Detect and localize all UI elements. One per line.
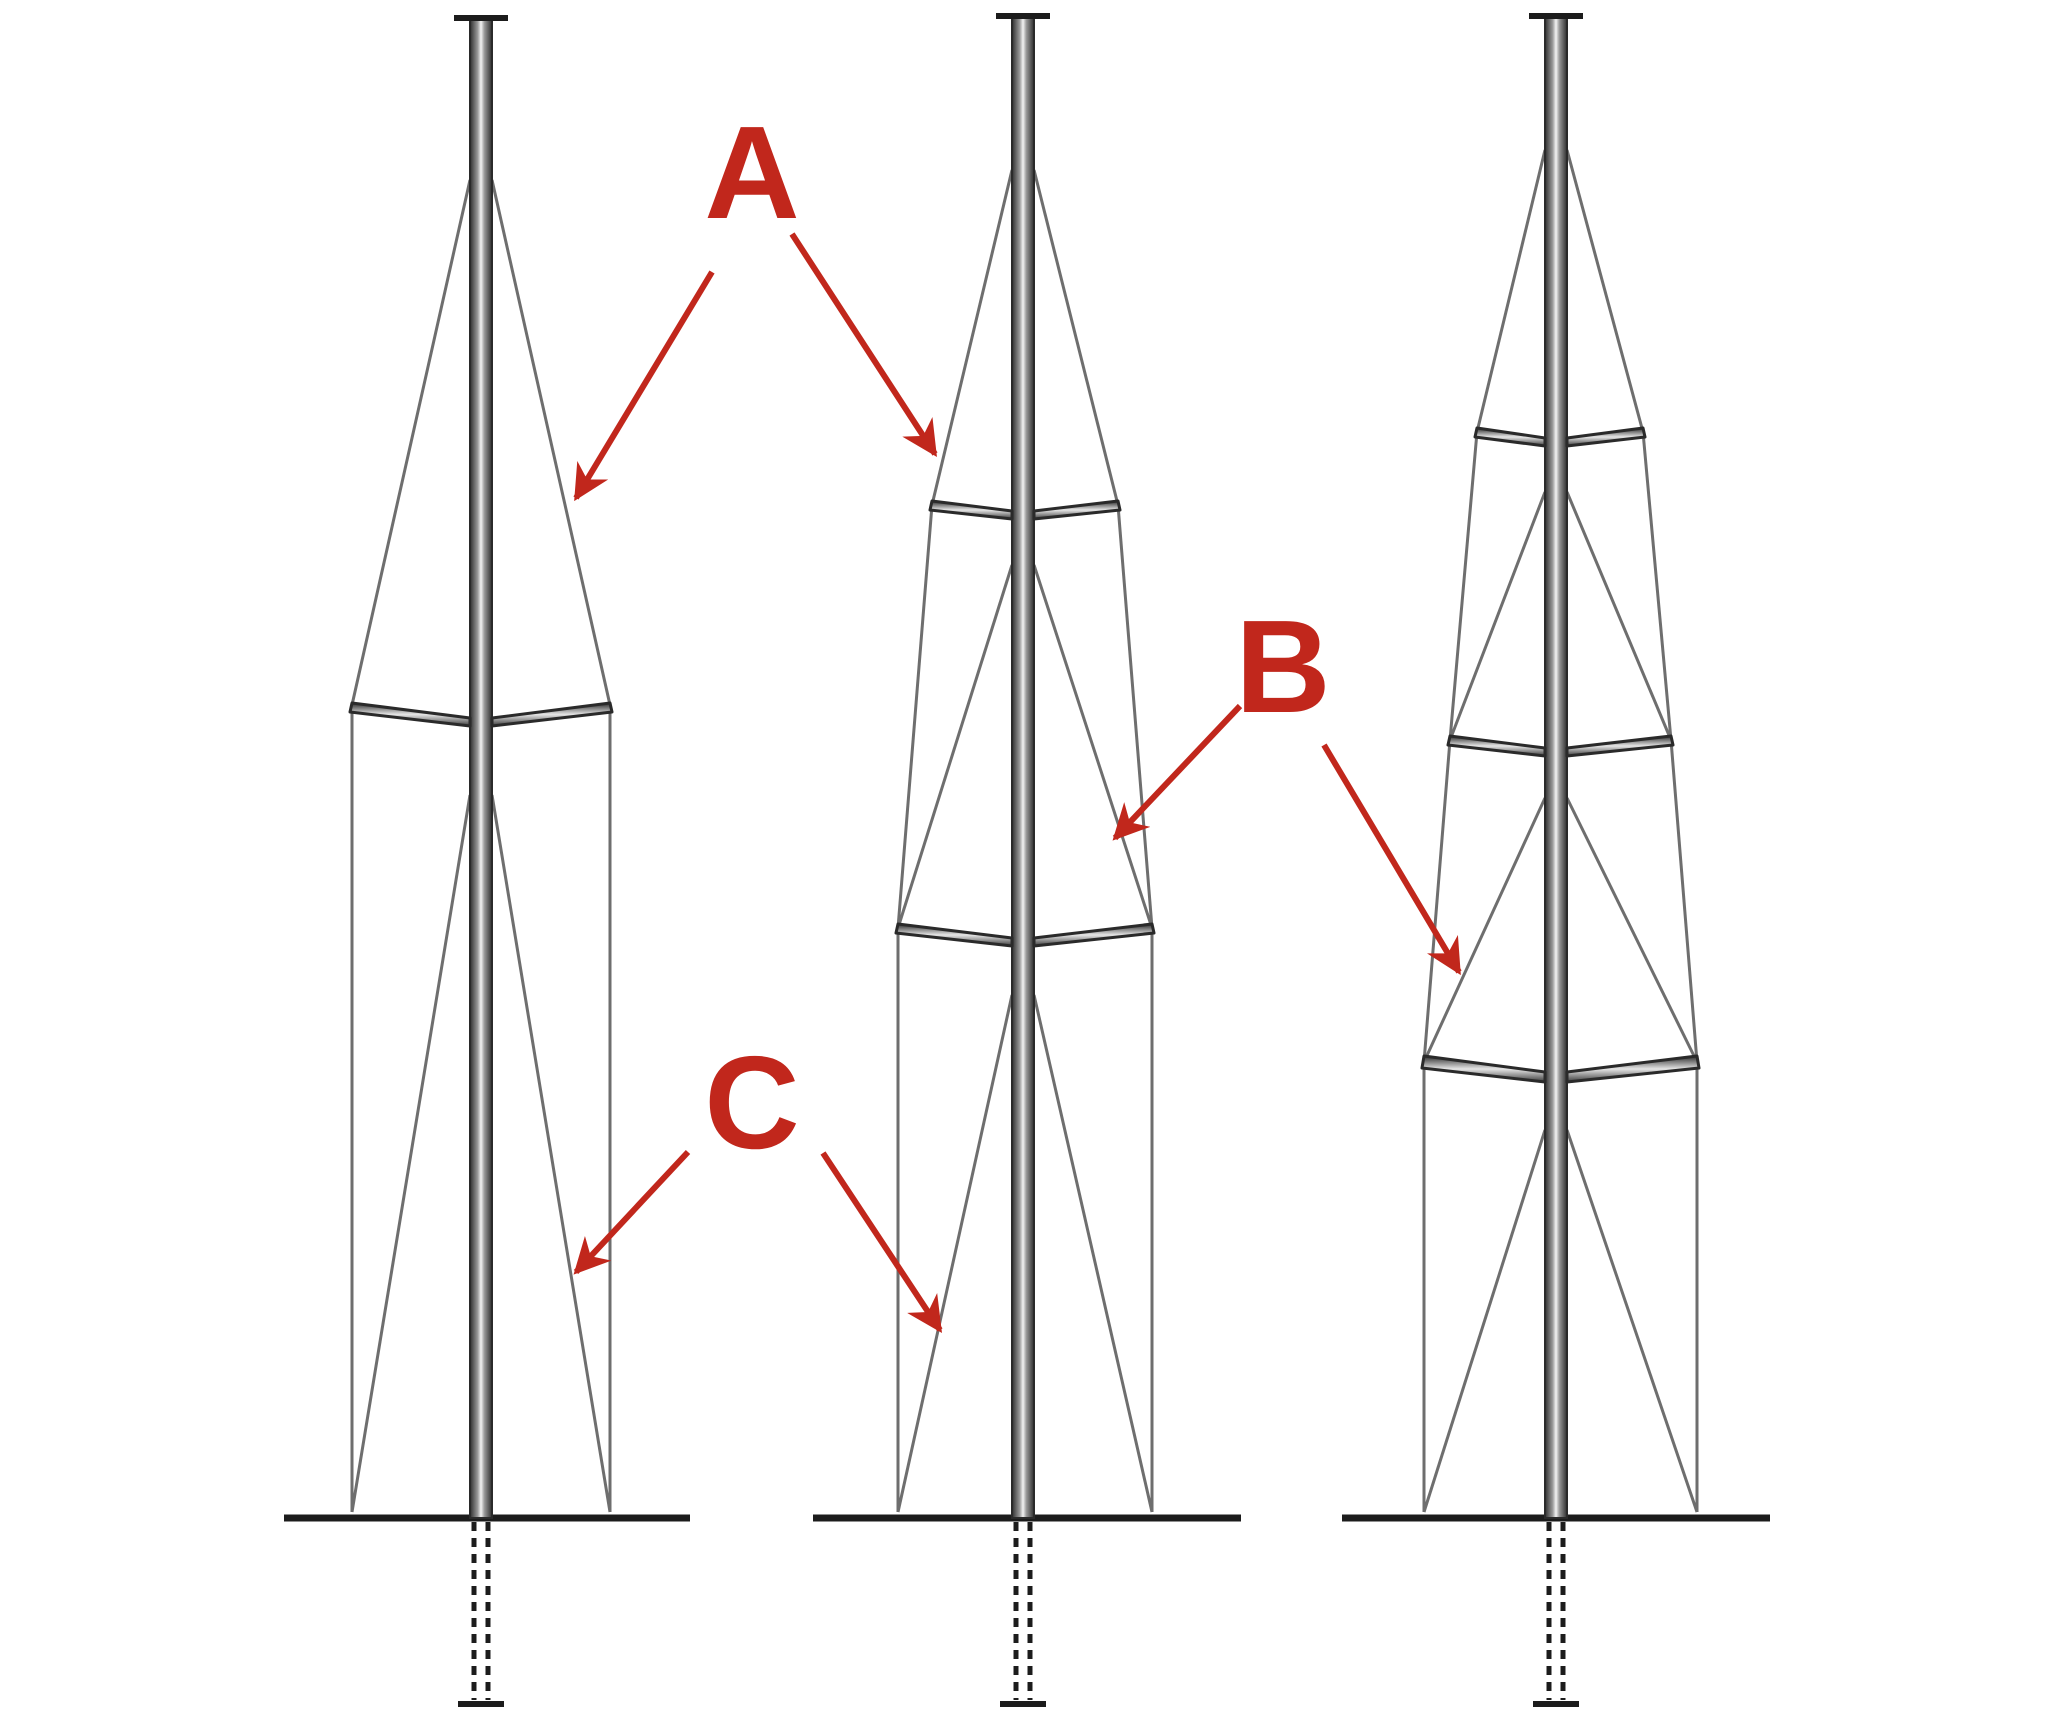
mast <box>1011 15 1035 1519</box>
upper-spreader <box>928 499 1122 521</box>
triple-spreader-tower <box>1342 13 1770 1707</box>
buried-mast-base <box>458 1522 504 1707</box>
single-spreader-tower <box>284 15 690 1707</box>
arrow-c-left <box>573 1149 691 1275</box>
guy-wires <box>350 179 612 1513</box>
lower-spreader <box>894 922 1156 948</box>
spreader <box>348 701 614 728</box>
arrow-b-right <box>1321 743 1462 976</box>
top-spreader <box>1473 426 1647 448</box>
mast <box>1544 15 1568 1519</box>
mast <box>469 17 493 1519</box>
middle-spreader <box>1446 734 1675 758</box>
label-a: A <box>704 99 799 246</box>
arrow-b-left <box>1112 703 1243 841</box>
buried-mast-base <box>1533 1522 1579 1707</box>
label-b-group: B <box>1112 593 1462 976</box>
guy-wires <box>896 169 1154 1513</box>
arrow-a-left <box>573 270 715 502</box>
label-c-group: C <box>573 1029 943 1334</box>
double-spreader-tower <box>813 13 1241 1707</box>
label-c: C <box>704 1029 799 1176</box>
guy-wires <box>1422 149 1699 1513</box>
label-b: B <box>1235 593 1330 740</box>
buried-mast-base <box>1000 1522 1046 1707</box>
label-a-group: A <box>573 99 938 502</box>
bottom-spreader <box>1420 1054 1701 1084</box>
arrow-c-right <box>820 1151 943 1334</box>
arrow-a-right <box>789 232 938 458</box>
